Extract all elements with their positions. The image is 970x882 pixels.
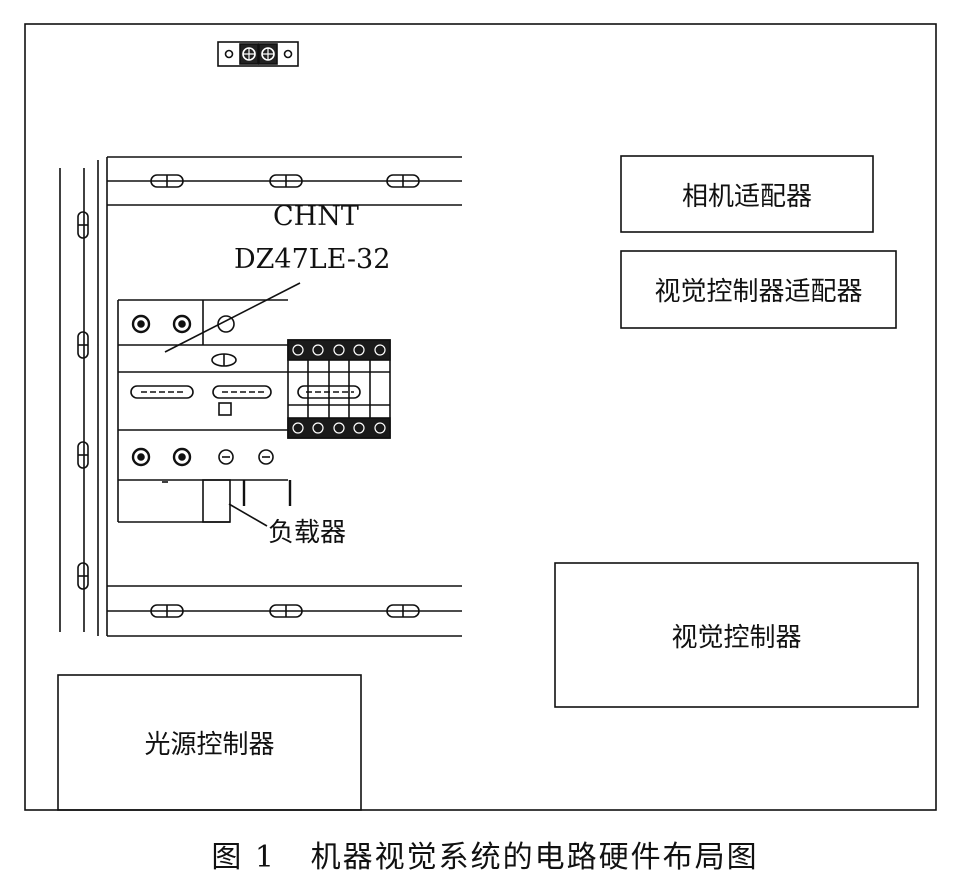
vision-controller-label: 视觉控制器	[671, 622, 802, 653]
figure-caption: 图 1 机器视觉系统的电路硬件布局图	[0, 832, 970, 876]
terminal-strip	[287, 339, 391, 439]
bottom-horizontal-rail	[107, 585, 462, 637]
light-source-controller-box	[57, 674, 362, 811]
light-source-controller-label: 光源控制器	[144, 730, 275, 760]
breaker-leader-line	[164, 282, 301, 353]
vision-controller-adapter-box	[620, 250, 897, 329]
vision-controller-box	[554, 562, 919, 708]
figure-number: 图 1	[211, 840, 276, 875]
top-terminal-block	[217, 41, 299, 67]
breaker-brand-label: CHNT	[273, 201, 359, 232]
camera-adapter-label: 相机适配器	[681, 181, 812, 212]
camera-adapter-box	[620, 155, 874, 233]
load-label: 负载器	[268, 517, 347, 548]
cabinet-frame	[24, 23, 937, 811]
breaker-model-label: DZ47LE-32	[234, 244, 391, 275]
vision-controller-adapter-label: 视觉控制器适配器	[654, 277, 863, 307]
vertical-rail	[59, 160, 99, 636]
figure-title: 机器视觉系统的电路硬件布局图	[310, 840, 759, 875]
leakage-circuit-breaker	[117, 299, 292, 523]
top-horizontal-rail	[107, 156, 462, 206]
load-leader-line	[228, 503, 268, 527]
